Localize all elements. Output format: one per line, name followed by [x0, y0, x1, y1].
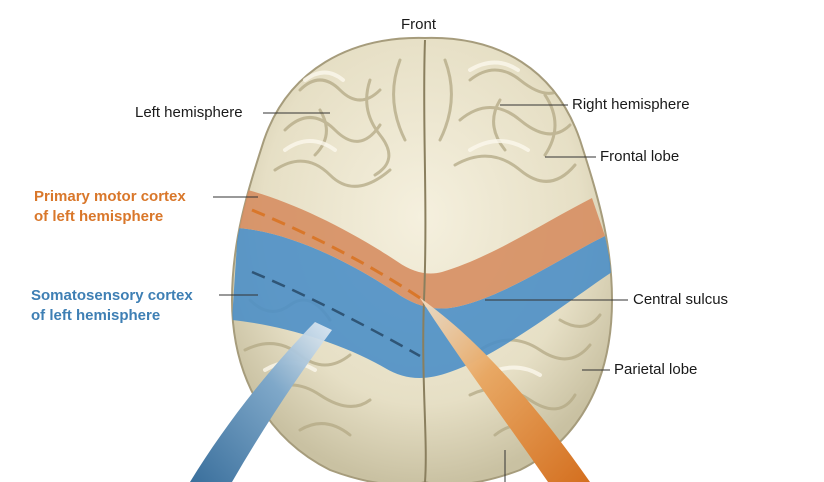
- primary-motor-cortex-band: [238, 188, 605, 309]
- brain: [230, 36, 614, 482]
- label-front: Front: [401, 16, 437, 33]
- longitudinal-fissure: [422, 39, 427, 482]
- somatosensory-cortex-dashed-line: [251, 270, 421, 358]
- brain-outline: [230, 36, 614, 482]
- label-primary-motor-cortex-line2: of left hemisphere: [34, 208, 164, 225]
- label-somatosensory-cortex-line1: Somatosensory cortex: [31, 287, 193, 304]
- label-parietal-lobe: Parietal lobe: [614, 361, 698, 378]
- label-primary-motor-cortex-line1: Primary motor cortex: [34, 188, 186, 205]
- somatosensory-cortex-band: [232, 228, 612, 378]
- leader-lines: [213, 104, 628, 482]
- somatosensory-arrow: [190, 322, 332, 482]
- motor-cortex-dashed-line: [251, 208, 421, 300]
- motor-arrow: [420, 298, 590, 482]
- label-left-hemisphere: Left hemisphere: [135, 104, 243, 121]
- label-frontal-lobe: Frontal lobe: [600, 148, 680, 165]
- label-central-sulcus: Central sulcus: [633, 291, 729, 308]
- label-right-hemisphere: Right hemisphere: [572, 96, 690, 113]
- label-somatosensory-cortex-line2: of left hemisphere: [31, 307, 161, 324]
